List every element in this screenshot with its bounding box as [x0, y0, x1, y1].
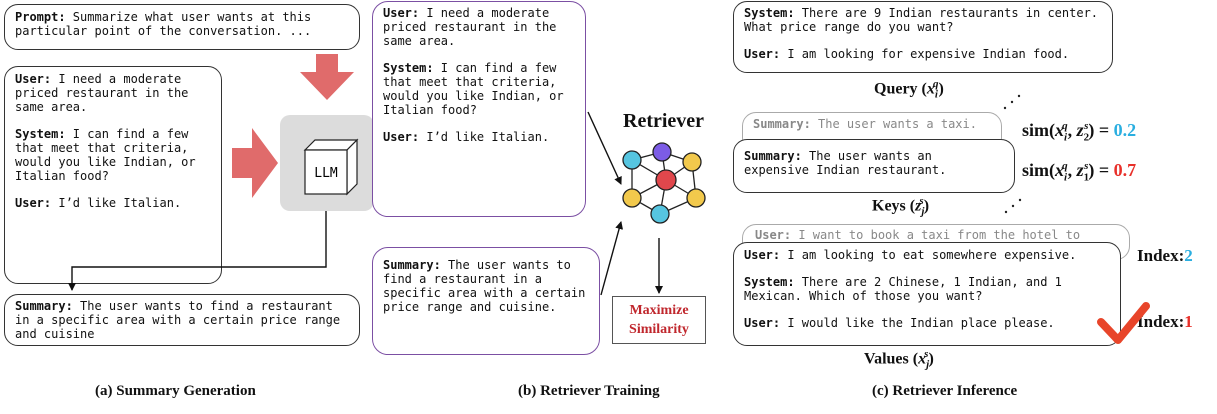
index2-value: 2 [1184, 246, 1193, 265]
keys-label: Keys (zjs) [872, 195, 930, 218]
speaker-label: System: [383, 61, 434, 75]
turn: System: There are 9 Indian restaurants i… [744, 6, 1102, 34]
summary-box-a: Summary: The user wants to find a restau… [4, 294, 360, 346]
speaker-label: System: [15, 127, 66, 141]
turn-text: I can find a few that meet that criteria… [383, 61, 564, 117]
turn-text: I would like the Indian place please. [780, 316, 1055, 330]
turn: System: There are 2 Chinese, 1 Indian, a… [744, 275, 1110, 303]
sim-word: sim [1022, 120, 1049, 140]
caption-c: (c) Retriever Inference [872, 383, 1018, 399]
caption-b: (b) Retriever Training [518, 383, 660, 399]
summary-key: Summary: [744, 149, 802, 163]
checkmark-icon [1097, 302, 1150, 344]
query-box: System: There are 9 Indian restaurants i… [733, 1, 1113, 73]
values-word: Values [864, 350, 909, 368]
index-1-label: Index:1 [1137, 312, 1193, 332]
turn: User: I am looking for expensive Indian … [744, 47, 1102, 61]
speaker-label: User: [744, 316, 781, 330]
turn-text: I can find a few that meet that criteria… [15, 127, 196, 183]
key-box-front: Summary: The user wants an expensive Ind… [733, 139, 1015, 193]
summary-key: Summary: [15, 299, 73, 313]
caption-a: (a) Summary Generation [95, 383, 256, 399]
summary-box-b: Summary: The user wants to find a restau… [372, 247, 600, 355]
ellipsis-dots [1003, 94, 1022, 214]
speaker-label: System: [744, 275, 795, 289]
turn: User: I need a moderate priced restauran… [383, 6, 575, 48]
speaker-label: User: [744, 248, 781, 262]
red-arrow-right [232, 128, 278, 198]
value-box-front: User: I am looking to eat somewhere expe… [733, 242, 1121, 346]
turn: System: I can find a few that meet that … [15, 127, 211, 183]
turn-text: I need a moderate priced restaurant in t… [15, 72, 189, 114]
summary-text: The user wants to find a restaurant in a… [383, 258, 586, 314]
speaker-label: User: [383, 6, 420, 20]
prompt-text: Summarize what user wants at this partic… [15, 10, 312, 38]
turn: User: I’d like Italian. [15, 196, 211, 210]
maximize-label: Maximize [629, 303, 689, 318]
equals: = [1094, 160, 1114, 180]
turn: User: I am looking to eat somewhere expe… [744, 248, 1110, 262]
summary-text: The user wants a taxi. [810, 117, 977, 131]
turn-text: I am looking for expensive Indian food. [780, 47, 1070, 61]
summary-to-retriever-arrow [600, 221, 624, 296]
summary-text: The user wants to find a restaurant in a… [15, 299, 341, 341]
speaker-label: System: [744, 6, 795, 20]
sim-word: sim [1022, 160, 1049, 180]
equals: = [1094, 120, 1114, 140]
retriever-title: Retriever [623, 110, 705, 132]
dialogue-box-b: User: I need a moderate priced restauran… [372, 1, 586, 217]
similarity-score-2: sim(xiq, z2s) = 0.2 [1022, 120, 1137, 144]
index-word: Index: [1137, 312, 1185, 331]
prompt-box: Prompt: Summarize what user wants at thi… [4, 4, 360, 50]
llm-cube-icon [303, 138, 359, 196]
index-2-label: Index:2 [1137, 246, 1193, 266]
dialogue-to-retriever-arrow [587, 111, 622, 185]
retriever-network-icon [622, 142, 706, 224]
summary-key: Summary: [383, 258, 441, 272]
turn: System: I can find a few that meet that … [383, 61, 575, 117]
turn-text: There are 9 Indian restaurants in center… [744, 6, 1099, 34]
turn: User: I’d like Italian. [383, 130, 575, 144]
dialogue-box-a: User: I need a moderate priced restauran… [4, 66, 222, 284]
similarity-label: Similarity [629, 322, 689, 337]
values-label: Values (xjs) [864, 348, 934, 371]
red-arrow-down [300, 54, 354, 100]
query-label: Query (xiq) [874, 78, 944, 101]
speaker-label: User: [15, 72, 52, 86]
turn-text: There are 2 Chinese, 1 Indian, and 1 Mex… [744, 275, 1062, 303]
speaker-label: User: [383, 130, 420, 144]
turn-text: I am looking to eat somewhere expensive. [780, 248, 1077, 262]
turn: User: I need a moderate priced restauran… [15, 72, 211, 114]
similarity-score-1: sim(xiq, z1s) = 0.7 [1022, 160, 1137, 184]
index-word: Index: [1137, 246, 1185, 265]
prompt-key: Prompt: [15, 10, 66, 24]
speaker-label: User: [15, 196, 52, 210]
llm-label: LLM [314, 166, 338, 181]
speaker-label: User: [755, 228, 792, 242]
turn: User: I would like the Indian place plea… [744, 316, 1110, 330]
summary-text: The user wants an expensive Indian resta… [744, 149, 947, 177]
index1-value: 1 [1184, 312, 1193, 331]
sim1-value: 0.7 [1113, 160, 1137, 180]
sim2-value: 0.2 [1113, 120, 1137, 140]
query-word: Query [874, 80, 918, 98]
turn-text: I need a moderate priced restaurant in t… [383, 6, 557, 48]
llm-to-summary-arrow [68, 211, 327, 291]
keys-word: Keys [872, 197, 906, 215]
speaker-label: User: [744, 47, 781, 61]
turn-text: I want to book a taxi from the hotel to [791, 228, 1081, 242]
turn-text: I’d like Italian. [419, 130, 550, 144]
summary-key: Summary: [753, 117, 811, 131]
maximize-similarity-box: Maximize Similarity [612, 296, 706, 344]
turn-text: I’d like Italian. [51, 196, 182, 210]
